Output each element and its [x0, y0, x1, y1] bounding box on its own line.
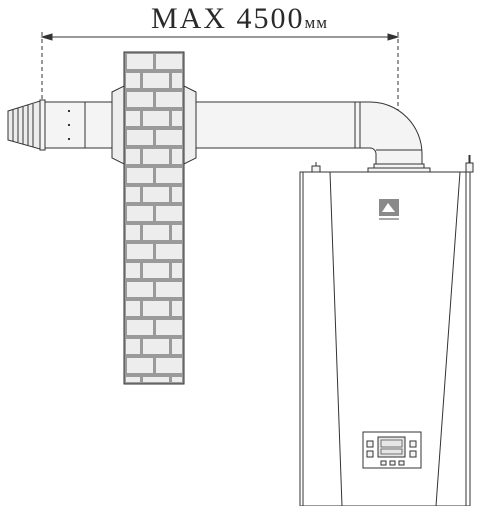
brick — [143, 339, 169, 354]
brick — [156, 244, 182, 259]
brick — [172, 225, 182, 240]
max-length-unit: мм — [304, 13, 329, 32]
brick — [127, 168, 153, 183]
brick — [156, 282, 182, 297]
brick — [172, 263, 182, 278]
control-button-left-lower — [366, 450, 374, 458]
control-button-right-lower — [409, 450, 417, 458]
brick — [172, 187, 182, 202]
brick — [127, 358, 153, 373]
brick — [172, 377, 182, 382]
brick — [143, 263, 169, 278]
brick — [156, 54, 182, 69]
brick — [172, 149, 182, 164]
brick — [127, 130, 153, 145]
brick — [127, 206, 153, 221]
brick — [156, 168, 182, 183]
brick — [156, 130, 182, 145]
control-button-left-upper — [366, 440, 374, 448]
brick — [143, 301, 169, 316]
brick — [127, 282, 153, 297]
brick — [143, 73, 169, 88]
brick — [126, 187, 140, 202]
brick — [156, 320, 182, 335]
brick — [126, 339, 140, 354]
brick — [172, 111, 182, 126]
brick — [126, 73, 140, 88]
flue-elbow — [354, 101, 423, 165]
brick — [172, 73, 182, 88]
brick — [127, 54, 153, 69]
brick — [143, 187, 169, 202]
flue-terminal-icon — [7, 99, 46, 151]
boiler-control-panel — [362, 431, 422, 469]
brick — [143, 149, 169, 164]
brick — [126, 149, 140, 164]
max-length-label: MAX 4500мм — [0, 4, 479, 34]
flue-adapter — [367, 163, 431, 173]
dimension-line — [40, 32, 400, 172]
brick — [126, 377, 140, 382]
brick — [126, 301, 140, 316]
brick — [156, 92, 182, 107]
brick — [143, 377, 169, 382]
brick — [127, 320, 153, 335]
brick — [156, 358, 182, 373]
horizontal-flue-pipe — [39, 85, 361, 165]
brick-wall — [123, 51, 185, 385]
brick — [127, 92, 153, 107]
control-button-right-upper — [409, 440, 417, 448]
brick — [126, 263, 140, 278]
brick — [156, 206, 182, 221]
brick — [143, 225, 169, 240]
brick — [172, 339, 182, 354]
brick — [126, 225, 140, 240]
boiler-logo-icon — [379, 199, 399, 220]
brick — [143, 111, 169, 126]
max-length-value: MAX 4500 — [150, 2, 305, 35]
brick — [127, 244, 153, 259]
brick — [172, 301, 182, 316]
brick — [126, 111, 140, 126]
